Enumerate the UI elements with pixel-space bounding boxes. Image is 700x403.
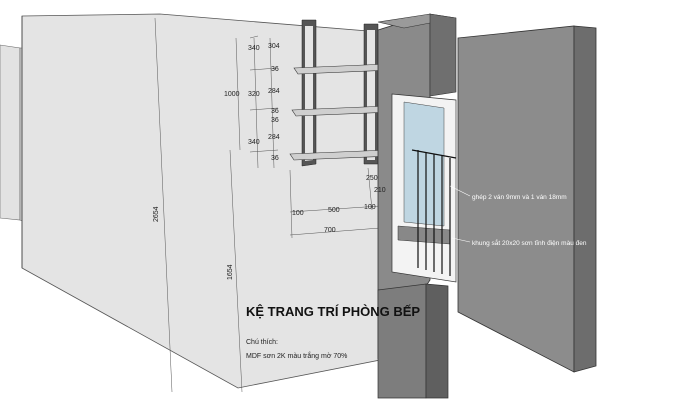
wall-dimension-lines: [154, 17, 381, 393]
window-glass: [403, 101, 445, 227]
dim-width-mid: 500: [328, 207, 340, 214]
dim-gap-mid-inner: 284: [268, 88, 280, 95]
iron-frame-shelf: [289, 19, 393, 167]
balcony-railing: [411, 149, 457, 276]
annotation-shelf-board: ghép 2 ván 9mm và 1 ván 18mm: [472, 194, 567, 201]
shelf-frame-left-inner: [305, 26, 313, 161]
dim-gap-bottom-inner: 284: [268, 134, 280, 141]
dim-board-thk-4: 36: [271, 117, 279, 124]
dim-wall-height: 2654: [153, 206, 160, 222]
dim-gap-top-inner: 304: [268, 43, 280, 50]
drawing-title: KỆ TRANG TRÍ PHÒNG BẾP: [246, 304, 420, 319]
dim-gap-top-outer: 340: [248, 45, 260, 52]
background-panel-left: [0, 44, 21, 221]
wall-pier-box-side: [429, 13, 457, 97]
dim-lower-height: 1654: [227, 264, 234, 280]
dim-depth-210: 210: [374, 187, 386, 194]
shelf-frame-right-inner: [367, 30, 375, 160]
dim-depth-250: 250: [366, 175, 378, 182]
dim-board-thk-3: 36: [271, 155, 279, 162]
lower-pier-front: [377, 283, 427, 399]
dim-gap-bottom-outer: 340: [248, 139, 260, 146]
dim-width-left: 100: [292, 210, 304, 217]
legend-heading: Chú thích:: [246, 339, 278, 346]
dim-width-right: 100: [364, 204, 376, 211]
window: [391, 93, 457, 283]
leader-lines: [449, 185, 471, 243]
dim-shelf-total: 1000: [224, 91, 240, 98]
dim-board-thk-1: 36: [271, 66, 279, 73]
annotation-iron-frame: khung sắt 20x20 sơn tĩnh điện màu đen: [472, 238, 587, 247]
dim-width-total: 700: [324, 227, 336, 234]
dim-gap-mid-outer: 320: [248, 91, 260, 98]
legend-item: MDF sơn 2K màu trắng mờ 70%: [246, 351, 347, 360]
lower-pier-side: [425, 283, 449, 399]
right-panel-side: [573, 25, 597, 373]
dim-board-thk-2: 36: [271, 108, 279, 115]
